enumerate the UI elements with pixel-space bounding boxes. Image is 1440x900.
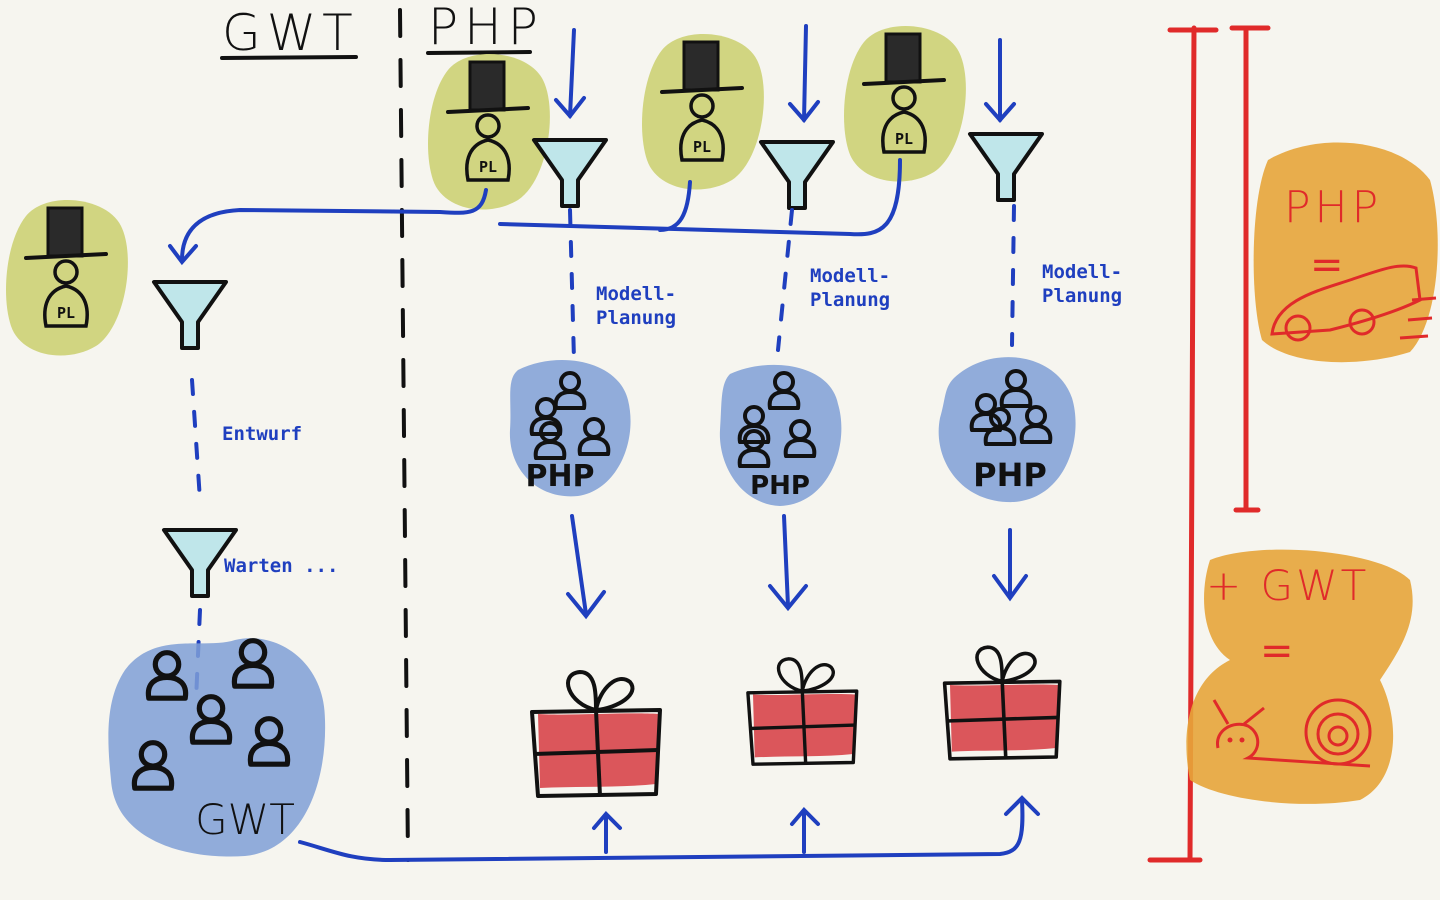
svg-text:GWT: GWT bbox=[222, 4, 359, 62]
svg-text:=: = bbox=[1260, 628, 1294, 674]
svg-text:PHP: PHP bbox=[750, 471, 810, 501]
svg-text:Planung: Planung bbox=[596, 307, 676, 329]
team-php-2: PHP bbox=[719, 364, 842, 506]
svg-text:GWT: GWT bbox=[195, 795, 295, 844]
funnel-php-3 bbox=[968, 132, 1044, 202]
php-gwt-snail: + GWT = bbox=[1186, 549, 1413, 804]
funnel-php-1 bbox=[532, 138, 608, 208]
svg-text:Modell-: Modell- bbox=[1042, 261, 1122, 283]
svg-text:Modell-: Modell- bbox=[596, 283, 676, 305]
label-php-2: Modell- Planung bbox=[810, 265, 890, 311]
lead-gwt: PL bbox=[4, 197, 130, 358]
lead-handoff-line bbox=[180, 158, 902, 262]
section-divider bbox=[398, 8, 410, 862]
gwt-feed-line bbox=[298, 795, 1040, 863]
funnel-gwt-top bbox=[152, 280, 228, 350]
lead-php-1: PL bbox=[426, 51, 552, 212]
funnel-php-2 bbox=[759, 140, 835, 210]
svg-text:Planung: Planung bbox=[1042, 285, 1122, 307]
header-php: PHP bbox=[426, 0, 544, 56]
svg-text:PL: PL bbox=[693, 138, 711, 156]
lead-php-3: PL bbox=[842, 23, 968, 184]
lead-php-2: PL bbox=[640, 31, 766, 192]
svg-text:PHP: PHP bbox=[525, 459, 594, 494]
label-php-1: Modell- Planung bbox=[596, 283, 676, 329]
svg-text:PHP: PHP bbox=[1284, 182, 1382, 233]
svg-text:PL: PL bbox=[479, 158, 497, 176]
svg-text:PHP: PHP bbox=[973, 456, 1047, 494]
svg-text:PL: PL bbox=[895, 130, 913, 148]
svg-text:Modell-: Modell- bbox=[810, 265, 890, 287]
label-gwt-design: Entwurf bbox=[222, 423, 302, 445]
php-fast-car: PHP = bbox=[1253, 142, 1438, 363]
team-php-1: PHP bbox=[509, 360, 631, 497]
svg-text:Planung: Planung bbox=[810, 289, 890, 311]
gift-php-1 bbox=[530, 670, 662, 798]
svg-text:PL: PL bbox=[57, 304, 75, 322]
header-gwt: GWT bbox=[220, 4, 359, 62]
svg-text:PHP: PHP bbox=[428, 0, 544, 56]
input-arrows bbox=[554, 24, 1016, 124]
gift-php-3 bbox=[942, 645, 1062, 761]
label-php-3: Modell- Planung bbox=[1042, 261, 1122, 307]
label-gwt-waiting: Warten ... bbox=[224, 555, 338, 577]
gift-php-2 bbox=[746, 657, 859, 766]
bracket-php bbox=[1229, 25, 1271, 513]
delivery-arrows bbox=[566, 514, 1028, 620]
team-php-3: PHP bbox=[938, 357, 1076, 503]
svg-text:=: = bbox=[1310, 242, 1344, 288]
team-gwt: GWT bbox=[108, 638, 326, 857]
svg-text:+ GWT: + GWT bbox=[1206, 561, 1369, 610]
